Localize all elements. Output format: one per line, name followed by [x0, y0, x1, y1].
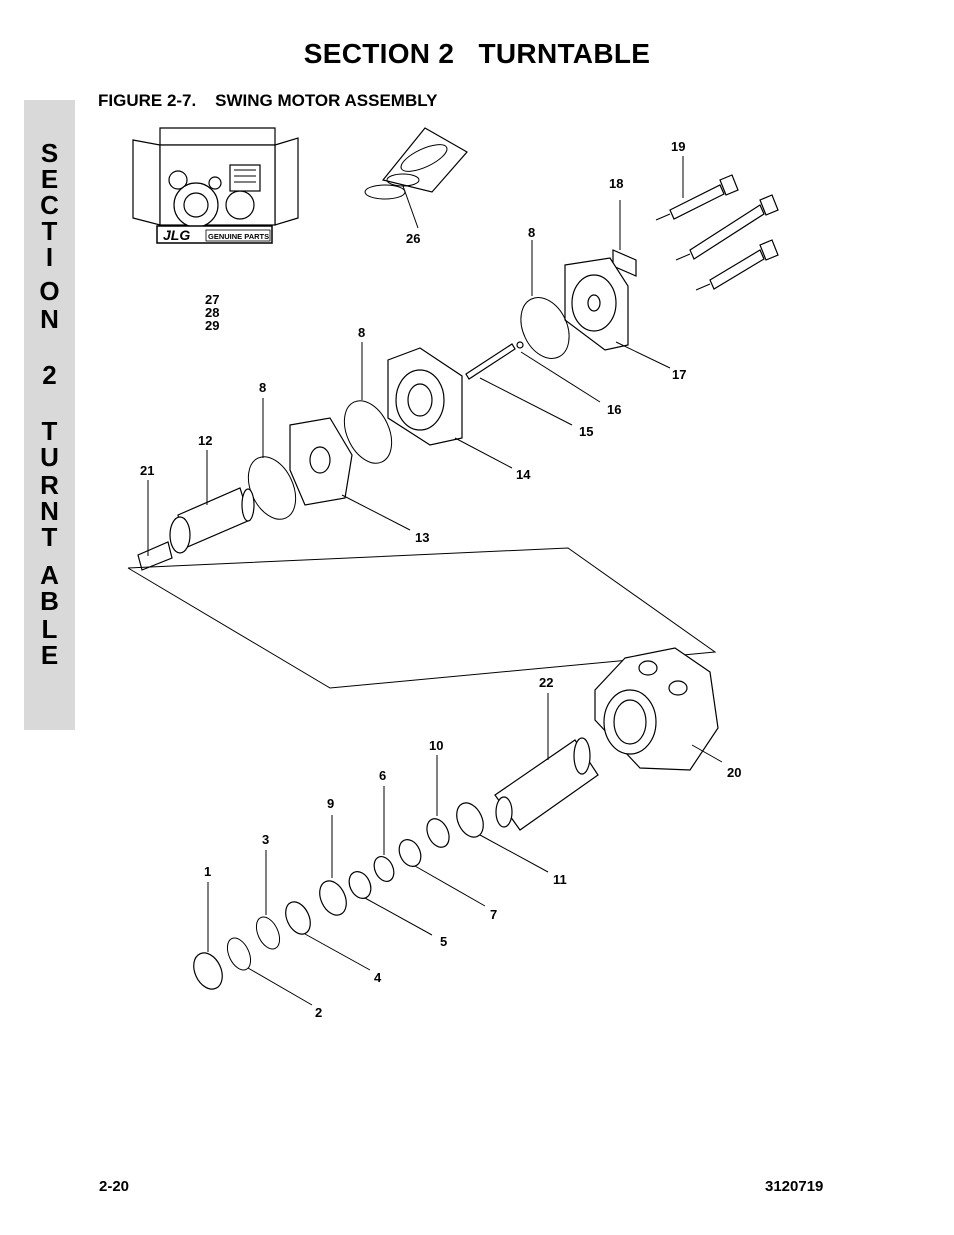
callout-26: 26 [406, 231, 420, 246]
drive-shaft [137, 450, 255, 571]
callout-22: 22 [539, 675, 553, 690]
seal-kit-box: JLG GENUINE PARTS [132, 127, 299, 244]
side-tab-letter: R [40, 470, 59, 500]
thrust-bearing [456, 802, 484, 838]
bolt-set [655, 156, 779, 291]
bracket [612, 200, 637, 277]
callout-20: 20 [727, 765, 741, 780]
callout-19: 19 [671, 139, 685, 154]
dust-seal [193, 952, 223, 990]
side-tab-letter: L [41, 614, 58, 644]
side-tab-letter: C [40, 190, 59, 220]
callout-11: 11 [553, 872, 567, 887]
o-ring [226, 937, 252, 971]
o-ring [520, 297, 570, 359]
callout-15: 15 [579, 424, 593, 439]
washer [373, 856, 395, 882]
side-tab-letter: N [40, 496, 59, 526]
document-number: 3120719 [765, 1178, 824, 1195]
callout-13: 13 [415, 530, 429, 545]
side-tab-letter: T [41, 416, 58, 446]
callout-5: 5 [440, 934, 447, 949]
callout-8: 8 [259, 380, 266, 395]
callout-18: 18 [609, 176, 623, 191]
end-cover [564, 257, 671, 369]
side-tab-letter: S [40, 138, 59, 168]
side-tab-letter: 2 [42, 360, 57, 390]
section-side-tab: S E C T I O N 2 T U R N T A B L E [24, 100, 75, 730]
side-tab-letter: T [41, 216, 58, 246]
callout-14: 14 [516, 467, 531, 482]
callout-4: 4 [374, 970, 382, 985]
callout-16: 16 [607, 402, 621, 417]
side-tab-letter: N [40, 304, 59, 334]
kit-label: GENUINE PARTS [208, 232, 269, 241]
callout-2: 2 [315, 1005, 322, 1020]
bearing [319, 880, 347, 916]
figure-title: FIGURE 2-7. SWING MOTOR ASSEMBLY [98, 91, 438, 110]
seal [348, 871, 372, 899]
o-ring [343, 400, 393, 464]
callout-29: 29 [205, 318, 219, 333]
o-ring [255, 916, 281, 950]
side-tab-letter: I [45, 242, 54, 272]
thrust-washer [426, 818, 450, 848]
seal-bag [364, 127, 468, 229]
callout-3: 3 [262, 832, 269, 847]
pin [465, 341, 601, 426]
back-up-washer [285, 901, 311, 935]
side-tab-letter: T [41, 522, 58, 552]
callout-1: 1 [204, 864, 211, 879]
callout-8: 8 [528, 225, 535, 240]
side-tab-letter: A [40, 560, 59, 590]
gerotor [387, 347, 513, 469]
callout-12: 12 [198, 433, 212, 448]
callout-27: 27 [205, 292, 219, 307]
side-tab-letter: E [40, 640, 59, 670]
page-number: 2-20 [99, 1178, 130, 1195]
side-tab-letter: E [40, 164, 59, 194]
bearing-race [398, 839, 422, 867]
wear-plate [289, 417, 411, 531]
side-tab-letter: O [39, 276, 60, 306]
section-title: SECTION 2 TURNTABLE [303, 38, 651, 69]
assembly-plane-outline [127, 547, 717, 689]
callout-7: 7 [490, 907, 497, 922]
callout-21: 21 [140, 463, 154, 478]
callout-9: 9 [327, 796, 334, 811]
motor-housing [594, 647, 723, 771]
callout-8: 8 [358, 325, 365, 340]
side-tab-letter: U [40, 442, 59, 472]
side-tab-letter: B [40, 586, 59, 616]
kit-brand-logo: JLG [163, 227, 190, 243]
callout-6: 6 [379, 768, 386, 783]
callout-10: 10 [429, 738, 443, 753]
callout-17: 17 [672, 367, 686, 382]
output-shaft [494, 693, 599, 831]
callout-28: 28 [205, 305, 219, 320]
